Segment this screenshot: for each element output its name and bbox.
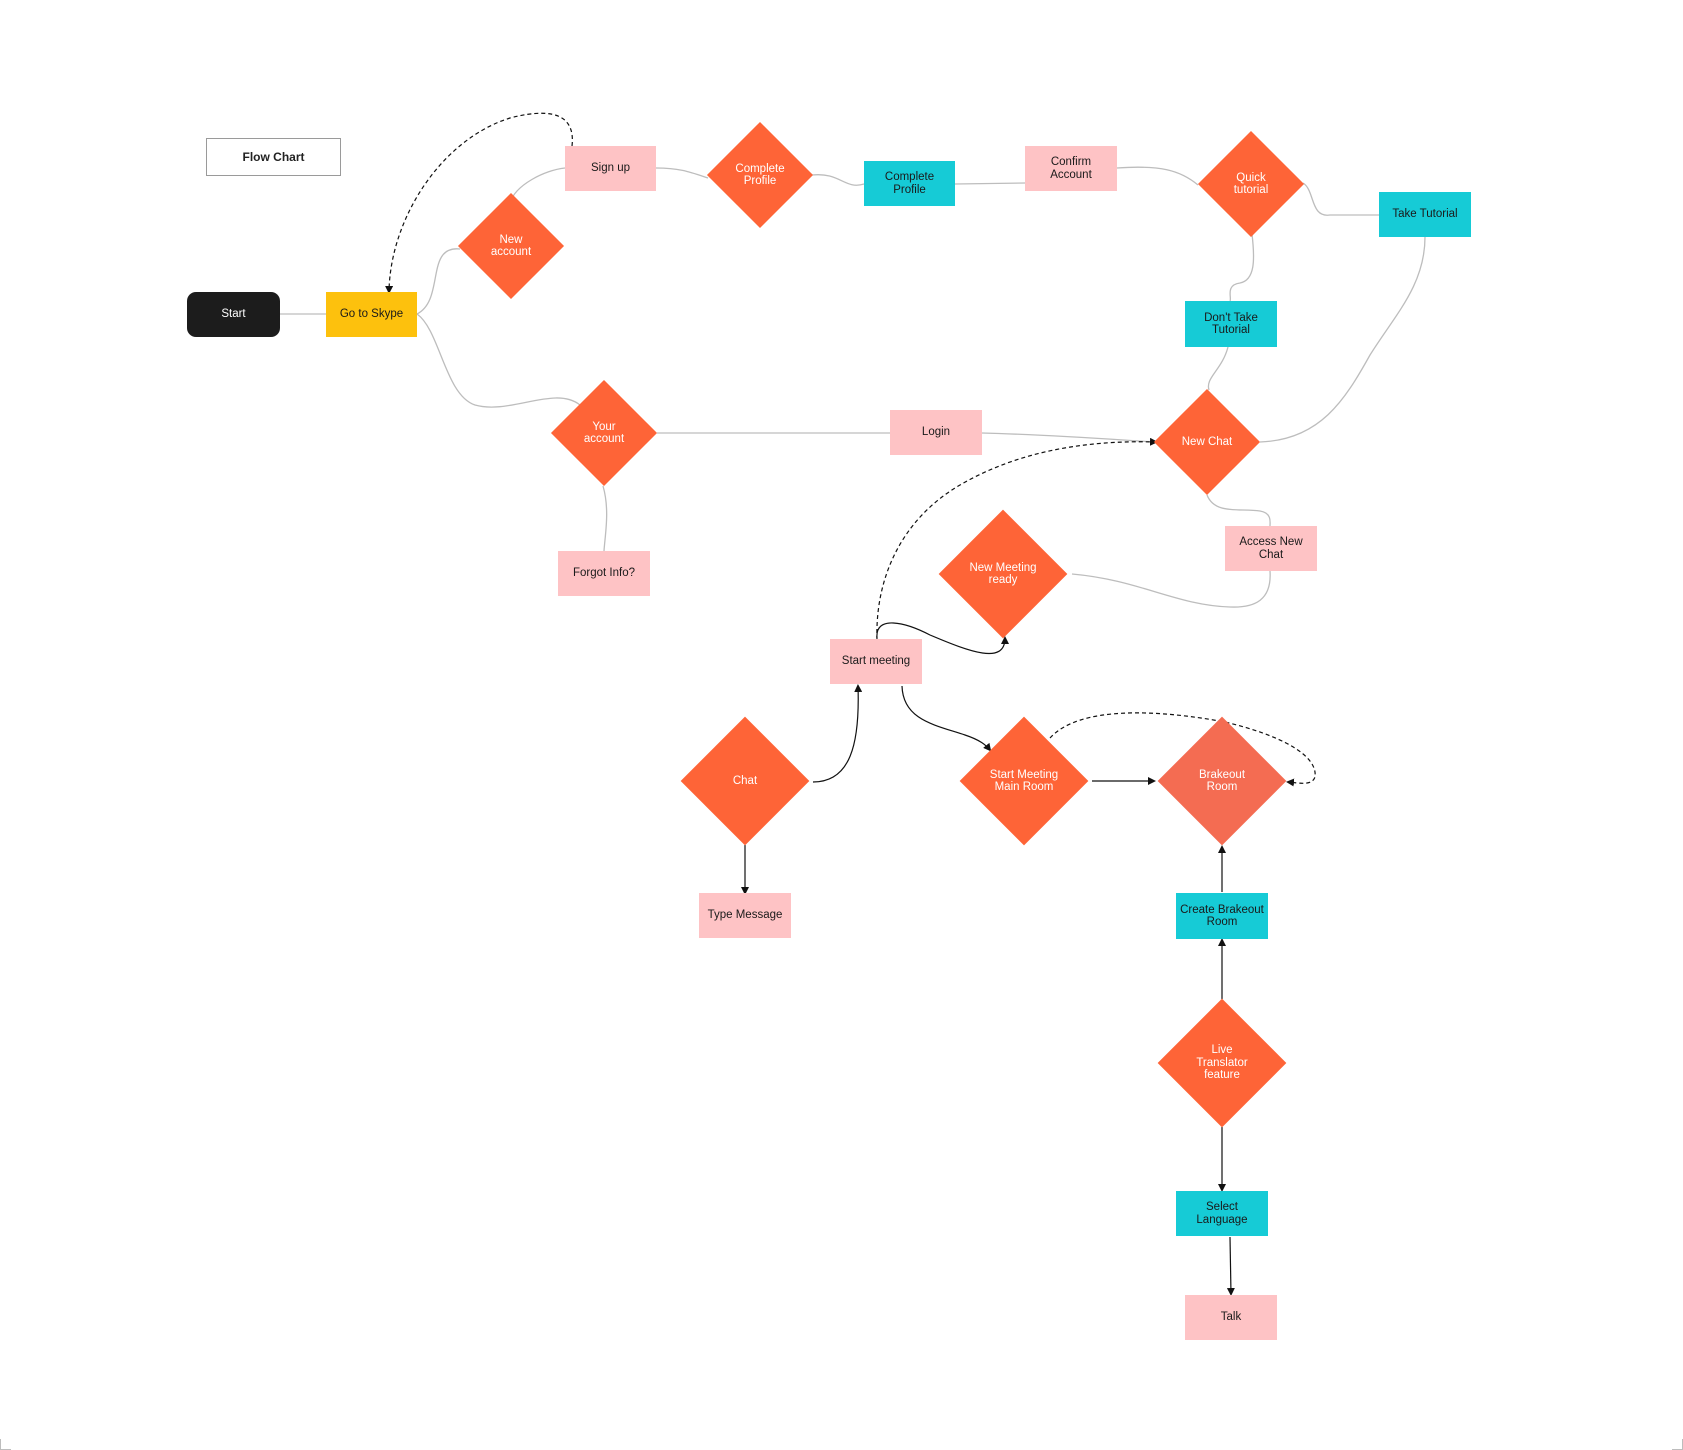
edge-take-newchat <box>1259 236 1426 443</box>
node-complete-profile[interactable]: Complete Profile <box>864 161 955 206</box>
edge-newchat-access <box>1206 494 1271 527</box>
edge-start-meeting-main <box>901 685 992 752</box>
canvas-corner-bottom-left <box>0 1439 11 1450</box>
decision-live-translator-label: Live Translator feature <box>1196 1044 1248 1082</box>
edge-chat-start-meeting <box>812 684 863 783</box>
decision-complete-profile[interactable]: Complete Profile <box>706 121 814 229</box>
edge-signup-skype-dashed <box>385 112 573 294</box>
decision-new-account[interactable]: New account <box>457 192 565 300</box>
edge-login-newchat <box>981 432 1156 443</box>
edge-profile-confirm <box>954 182 1026 185</box>
node-create-brakeout-room[interactable]: Create Brakeout Room <box>1176 893 1268 939</box>
edge-quick-dont <box>1229 233 1255 302</box>
decision-complete-profile-label: Complete Profile <box>735 162 785 188</box>
decision-your-account[interactable]: Your account <box>550 379 658 487</box>
decision-new-account-label: New account <box>490 233 532 259</box>
node-confirm-account[interactable]: Confirm Account <box>1025 146 1117 191</box>
node-go-to-skype[interactable]: Go to Skype <box>326 292 417 337</box>
decision-new-meeting-ready[interactable]: New Meeting ready <box>936 509 1070 639</box>
decision-new-chat[interactable]: New Chat <box>1153 388 1261 496</box>
decision-quick-tutorial-label: Quick tutorial <box>1233 171 1269 197</box>
decision-chat[interactable]: Chat <box>677 716 813 846</box>
decision-new-chat-label: New Chat <box>1181 435 1233 448</box>
edge-select-talk <box>1226 1236 1235 1296</box>
node-start-meeting[interactable]: Start meeting <box>830 639 922 684</box>
node-type-message[interactable]: Type Message <box>699 893 791 938</box>
edge-access-meeting <box>1071 570 1271 608</box>
edge-dont-newchat <box>1207 346 1229 391</box>
canvas-corner-bottom-right <box>1672 1439 1683 1450</box>
edge-your-account-forgot <box>602 485 608 552</box>
decision-your-account-label: Your account <box>583 420 625 446</box>
node-take-tutorial[interactable]: Take Tutorial <box>1379 192 1471 237</box>
edge-meeting-ready-loop <box>876 622 1009 655</box>
decision-start-meeting-main-room-label: Start Meeting Main Room <box>989 768 1059 794</box>
edge-complete-decision-profile <box>811 174 865 186</box>
node-forgot-info[interactable]: Forgot Info? <box>558 551 650 596</box>
node-start[interactable]: Start <box>187 292 280 337</box>
decision-start-meeting-main-room[interactable]: Start Meeting Main Room <box>956 716 1092 846</box>
edge-brakeout-self-dashed <box>1049 712 1316 787</box>
flowchart-title: Flow Chart <box>206 138 341 176</box>
node-talk[interactable]: Talk <box>1185 1295 1277 1340</box>
decision-live-translator[interactable]: Live Translator feature <box>1154 998 1290 1128</box>
node-sign-up[interactable]: Sign up <box>565 146 656 191</box>
edge-sign-up-complete-decision <box>655 167 709 179</box>
edge-confirm-quick <box>1116 166 1199 186</box>
node-dont-take-tutorial[interactable]: Don't Take Tutorial <box>1185 301 1277 347</box>
edge-meeting-newchat-dashed <box>876 437 1158 641</box>
decision-brakeout-room-label: Brakeout Room <box>1198 768 1246 794</box>
decision-new-meeting-ready-label: New Meeting ready <box>969 561 1037 587</box>
decision-quick-tutorial[interactable]: Quick tutorial <box>1197 130 1305 238</box>
node-login[interactable]: Login <box>890 410 982 455</box>
node-select-language[interactable]: Select Language <box>1176 1191 1268 1236</box>
edge-skype-new-account <box>416 248 461 315</box>
decision-brakeout-room[interactable]: Brakeout Room <box>1154 716 1290 846</box>
decision-chat-label: Chat <box>732 774 758 787</box>
node-access-new-chat[interactable]: Access New Chat <box>1225 526 1317 571</box>
edge-skype-your-account <box>416 313 581 408</box>
edge-quick-take <box>1302 182 1379 216</box>
